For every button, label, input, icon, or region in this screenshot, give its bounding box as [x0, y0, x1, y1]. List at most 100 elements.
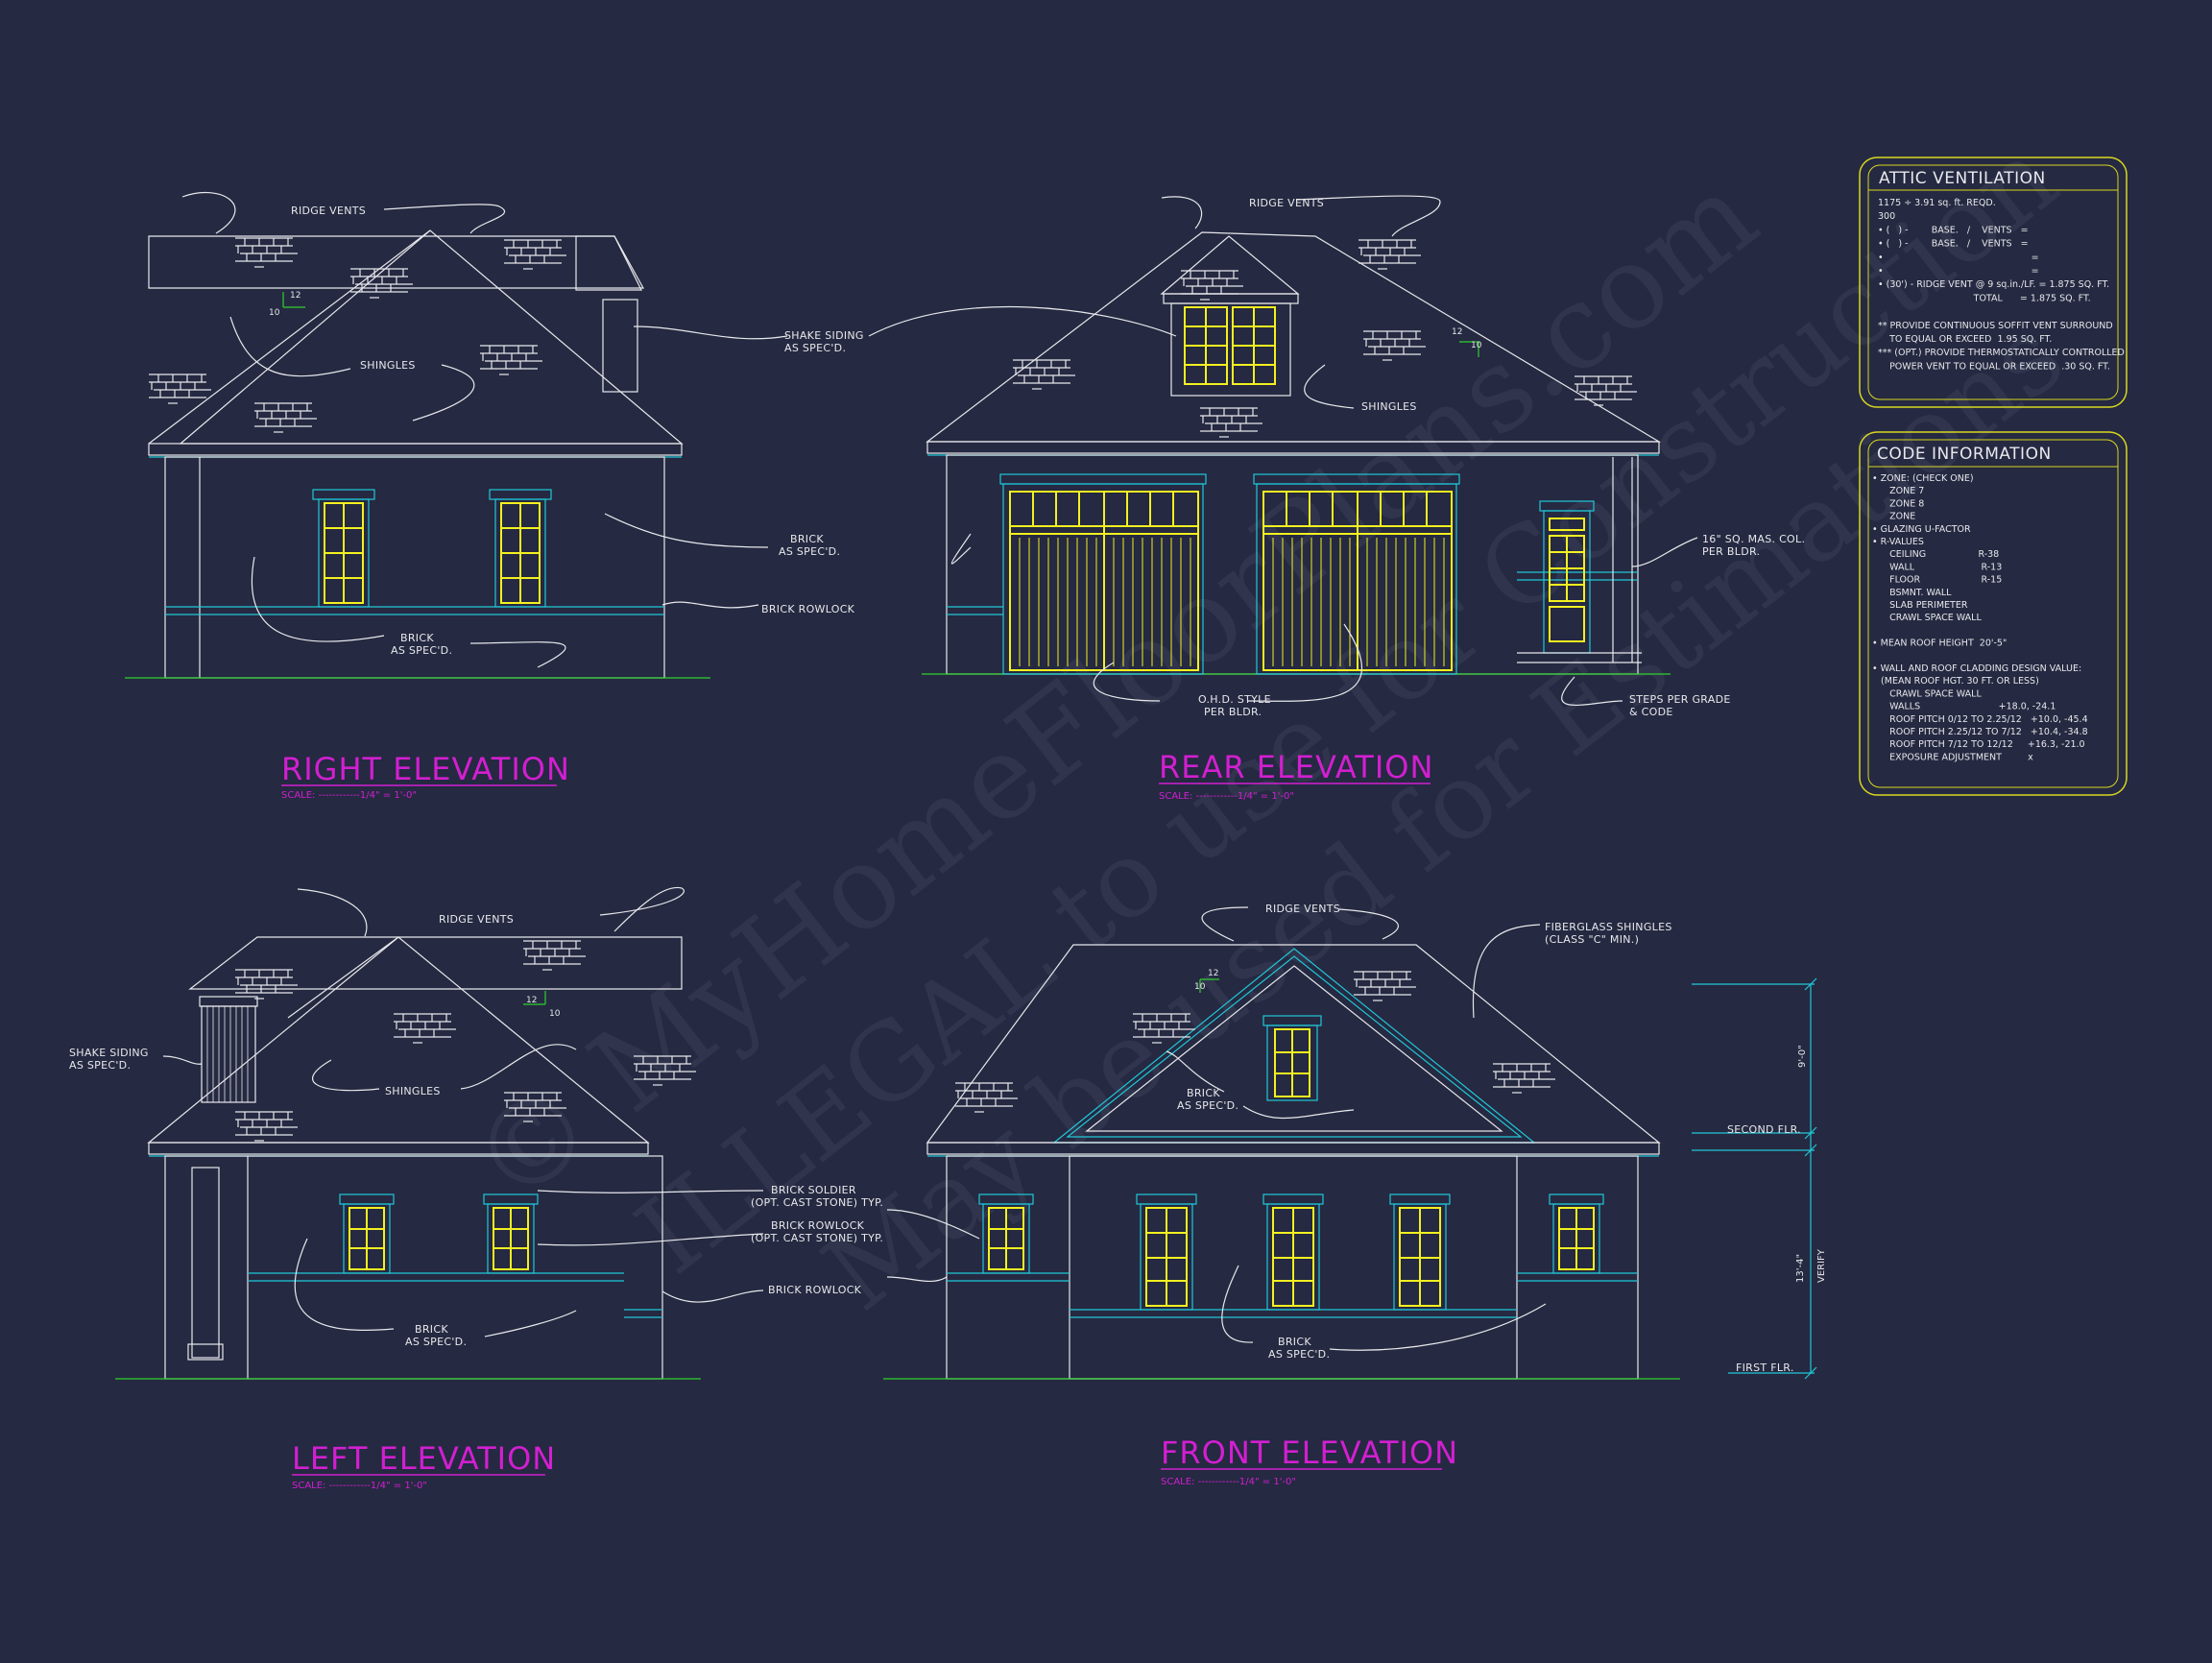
left-elevation-labels: RIDGE VENTS SHAKE SIDING AS SPEC'D. SHIN…: [69, 913, 883, 1491]
rear-mas-col-2: PER BLDR.: [1702, 545, 1760, 558]
left-brick-2: AS SPEC'D.: [405, 1336, 467, 1348]
code-information-line: • ZONE: (CHECK ONE): [1872, 473, 1974, 484]
rear-pitch-a: 10: [1471, 341, 1482, 350]
code-information-line: ZONE 8: [1872, 498, 1924, 509]
left-elevation-title: LEFT ELEVATION: [292, 1440, 556, 1477]
code-information-line: ROOF PITCH 7/12 TO 12/12 +16.3, -21.0: [1872, 739, 2085, 750]
right-elevation-scale: SCALE: ------------1/4" = 1'-0": [281, 790, 417, 801]
left-shingles-note: SHINGLES: [385, 1085, 441, 1097]
front-brick-lower-1: BRICK: [1278, 1336, 1311, 1348]
front-fiberglass-2: (CLASS "C" MIN.): [1545, 933, 1639, 946]
code-information-line: CRAWL SPACE WALL: [1872, 613, 1982, 623]
code-information-line: ROOF PITCH 0/12 TO 2.25/12 +10.0, -45.4: [1872, 714, 2088, 725]
left-brick-rowlock-opt-1: BRICK ROWLOCK: [771, 1219, 865, 1232]
front-brick-gable-1: BRICK: [1187, 1087, 1220, 1099]
code-information-line: (MEAN ROOF HGT. 30 FT. OR LESS): [1872, 676, 2039, 687]
rear-ohd-2: PER BLDR.: [1204, 706, 1262, 718]
right-shake-siding-1: SHAKE SIDING: [784, 329, 864, 342]
left-elevation: [115, 886, 764, 1380]
front-dim-lower-1: 13'-4": [1795, 1254, 1806, 1283]
right-brick-lower-1: BRICK: [400, 632, 434, 644]
rear-ohd-1: O.H.D. STYLE: [1198, 693, 1271, 706]
front-elevation-labels: RIDGE VENTS FIBERGLASS SHINGLES (CLASS "…: [1161, 903, 1827, 1487]
right-elevation-labels: RIDGE VENTS SHINGLES BRICK AS SPEC'D. BR…: [269, 205, 864, 801]
code-information-line: CRAWL SPACE WALL: [1872, 688, 1982, 699]
right-elevation: [125, 192, 788, 679]
attic-ventilation-line: • (30') - RIDGE VENT @ 9 sq.in./LF. = 1.…: [1878, 279, 2109, 290]
rear-elevation-title: REAR ELEVATION: [1159, 749, 1433, 785]
attic-ventilation-line: ** PROVIDE CONTINUOUS SOFFIT VENT SURROU…: [1878, 321, 2113, 331]
front-elevation: [883, 906, 1817, 1380]
front-pitch-b: 12: [1208, 969, 1218, 978]
code-information-line: • GLAZING U-FACTOR: [1872, 524, 1971, 535]
rear-shingles-note: SHINGLES: [1361, 400, 1417, 413]
left-ridge-vents-note: RIDGE VENTS: [439, 913, 514, 926]
rear-steps-2: & CODE: [1629, 706, 1673, 718]
left-shake-siding-1: SHAKE SIDING: [69, 1047, 149, 1059]
attic-ventilation-line: • ( ) - BASE. / VENTS =: [1878, 225, 2029, 235]
attic-ventilation-line: TO EQUAL OR EXCEED 1.95 SQ. FT.: [1878, 334, 2052, 345]
code-information-line: BSMNT. WALL: [1872, 588, 1952, 598]
left-pitch-b: 10: [549, 1009, 561, 1019]
code-information-line: FLOOR R-15: [1872, 575, 2002, 586]
left-brick-1: BRICK: [415, 1323, 448, 1336]
code-information-line: EXPOSURE ADJUSTMENT x: [1872, 752, 2033, 762]
rear-pitch-b: 12: [1452, 327, 1462, 337]
attic-ventilation-line: POWER VENT TO EQUAL OR EXCEED .30 SQ. FT…: [1878, 361, 2110, 372]
code-information-title: CODE INFORMATION: [1877, 445, 2052, 464]
rear-steps-1: STEPS PER GRADE: [1629, 693, 1731, 706]
attic-ventilation-line: 1175 ÷ 3.91 sq. ft. REQD.: [1878, 198, 1996, 208]
right-shingles-note: SHINGLES: [360, 359, 416, 372]
code-information-line: • WALL AND ROOF CLADDING DESIGN VALUE:: [1872, 663, 2081, 674]
right-elevation-title: RIGHT ELEVATION: [281, 751, 570, 787]
attic-ventilation-line: *** (OPT.) PROVIDE THERMOSTATICALLY CONT…: [1878, 348, 2125, 358]
attic-ventilation-line: TOTAL = 1.875 SQ. FT.: [1878, 293, 2091, 303]
code-information-line: WALLS +18.0, -24.1: [1872, 702, 2056, 712]
left-brick-soldier-2: (OPT. CAST STONE) TYP.: [751, 1196, 883, 1209]
attic-ventilation-title: ATTIC VENTILATION: [1879, 169, 2046, 188]
left-elevation-scale: SCALE: ------------1/4" = 1'-0": [292, 1481, 427, 1491]
right-brick-lower-2: AS SPEC'D.: [391, 644, 452, 657]
left-brick-rowlock-note: BRICK ROWLOCK: [768, 1284, 862, 1296]
code-information-line: ZONE 7: [1872, 486, 1924, 496]
code-information-line: ROOF PITCH 2.25/12 TO 7/12 +10.4, -34.8: [1872, 727, 2088, 737]
code-information-lines: • ZONE: (CHECK ONE) ZONE 7 ZONE 8 ZONE • …: [1872, 473, 2088, 762]
right-brick-note-1: BRICK: [790, 533, 824, 545]
left-pitch-a: 12: [526, 996, 537, 1005]
left-brick-soldier-1: BRICK SOLDIER: [771, 1184, 856, 1196]
right-ridge-vents-note: RIDGE VENTS: [291, 205, 366, 217]
front-fiberglass-1: FIBERGLASS SHINGLES: [1545, 921, 1672, 933]
left-shake-siding-2: AS SPEC'D.: [69, 1059, 131, 1072]
right-pitch-b: 12: [290, 291, 301, 301]
front-elevation-title: FRONT ELEVATION: [1161, 1434, 1458, 1471]
code-information-line: SLAB PERIMETER: [1872, 600, 1968, 611]
front-dim-lower-2: VERIFY: [1816, 1248, 1827, 1283]
front-elevation-scale: SCALE: ------------1/4" = 1'-0": [1161, 1477, 1296, 1487]
attic-ventilation-table: ATTIC VENTILATION 1175 ÷ 3.91 sq. ft. RE…: [1859, 157, 2128, 408]
left-brick-rowlock-opt-2: (OPT. CAST STONE) TYP.: [751, 1232, 883, 1244]
code-information-line: CEILING R-38: [1872, 549, 1999, 560]
attic-ventilation-lines: 1175 ÷ 3.91 sq. ft. REQD. 300 • ( ) - BASE…: [1878, 198, 2125, 372]
front-first-flr-label: FIRST FLR.: [1736, 1362, 1794, 1374]
attic-ventilation-line: • =: [1878, 266, 2039, 277]
rear-ridge-vents-note: RIDGE VENTS: [1249, 197, 1324, 209]
right-shake-siding-2: AS SPEC'D.: [784, 342, 846, 354]
front-second-flr-label: SECOND FLR.: [1727, 1123, 1801, 1136]
code-information-table: CODE INFORMATION • ZONE: (CHECK ONE) ZON…: [1859, 431, 2128, 796]
rear-elevation-labels: RIDGE VENTS SHINGLES 16" SQ. MAS. COL. P…: [1159, 197, 1805, 802]
attic-ventilation-line: 300: [1878, 211, 1895, 222]
right-pitch-a: 10: [269, 308, 280, 318]
attic-ventilation-line: • ( ) - BASE. / VENTS =: [1878, 239, 2029, 250]
attic-ventilation-line: • =: [1878, 253, 2039, 263]
code-information-line: ZONE: [1872, 512, 1915, 522]
code-information-line: • MEAN ROOF HEIGHT 20'-5": [1872, 639, 2007, 649]
rear-mas-col-1: 16" SQ. MAS. COL.: [1702, 533, 1805, 545]
front-pitch-a: 10: [1194, 982, 1206, 992]
front-brick-gable-2: AS SPEC'D.: [1177, 1099, 1238, 1112]
code-information-line: • R-VALUES: [1872, 537, 1924, 547]
code-information-line: WALL R-13: [1872, 562, 2002, 572]
right-brick-note-2: AS SPEC'D.: [779, 545, 840, 558]
front-dim-upper: 9'-0": [1797, 1045, 1808, 1068]
